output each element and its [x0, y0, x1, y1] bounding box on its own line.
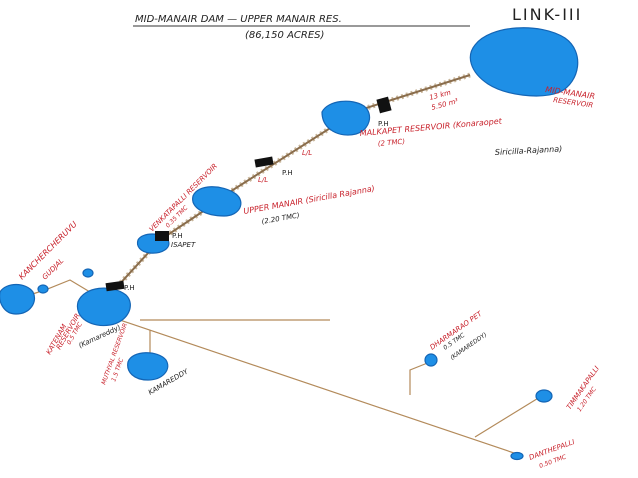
ph-label-1: P.H: [378, 120, 389, 128]
lift-label-b: L/L: [258, 176, 268, 184]
page-subtitle: (86,150 ACRES): [245, 30, 324, 41]
timmakapalli-branch: [474, 396, 541, 438]
malkapet-label-2: (2 TMC): [377, 138, 405, 148]
pump-house-4: [105, 280, 125, 292]
katenam-reservoir[interactable]: [76, 287, 131, 327]
pump-house-2: [254, 156, 274, 168]
page-title: MID-MANAIR DAM — UPPER MANAIR RES.: [135, 14, 342, 25]
feeder-canal-line: [224, 124, 336, 196]
pump-house-3: [155, 231, 169, 241]
south-main-branch: [104, 314, 521, 456]
ph-label-3: P.H: [172, 232, 183, 240]
malkapet-reservoir[interactable]: [321, 100, 371, 136]
ph-label-4: P.H: [124, 284, 135, 292]
gudjal-reservoir[interactable]: [37, 284, 49, 294]
isapet-label: ISAPET: [171, 241, 196, 249]
gudjal-label: GUDJAL: [41, 257, 66, 282]
timmakapalli-reservoir[interactable]: [535, 389, 553, 403]
kamareddy-reservoir[interactable]: [127, 352, 169, 381]
upper-manair-label-2: (2.20 TMC): [261, 211, 301, 226]
danthepalli-reservoir[interactable]: [510, 451, 524, 461]
small-reservoir[interactable]: [82, 268, 94, 278]
upper-manair-label-1: UPPER MANAIR (Siricilla Rajanna): [243, 184, 376, 216]
lift-label-a: L/L: [302, 149, 312, 157]
mid-manair-reservoir[interactable]: [469, 27, 579, 97]
malkapet-label-3: Siricilla-Rajanna): [495, 144, 563, 157]
ph-label-2: P.H: [282, 169, 293, 177]
link-label: LINK-III: [512, 5, 582, 24]
kancher-reservoir[interactable]: [0, 283, 36, 315]
upper-manair-reservoir[interactable]: [192, 186, 242, 217]
dharmarao-reservoir[interactable]: [424, 353, 438, 367]
pump-house-1: [376, 96, 392, 114]
dharmarao-branch: [409, 361, 431, 395]
